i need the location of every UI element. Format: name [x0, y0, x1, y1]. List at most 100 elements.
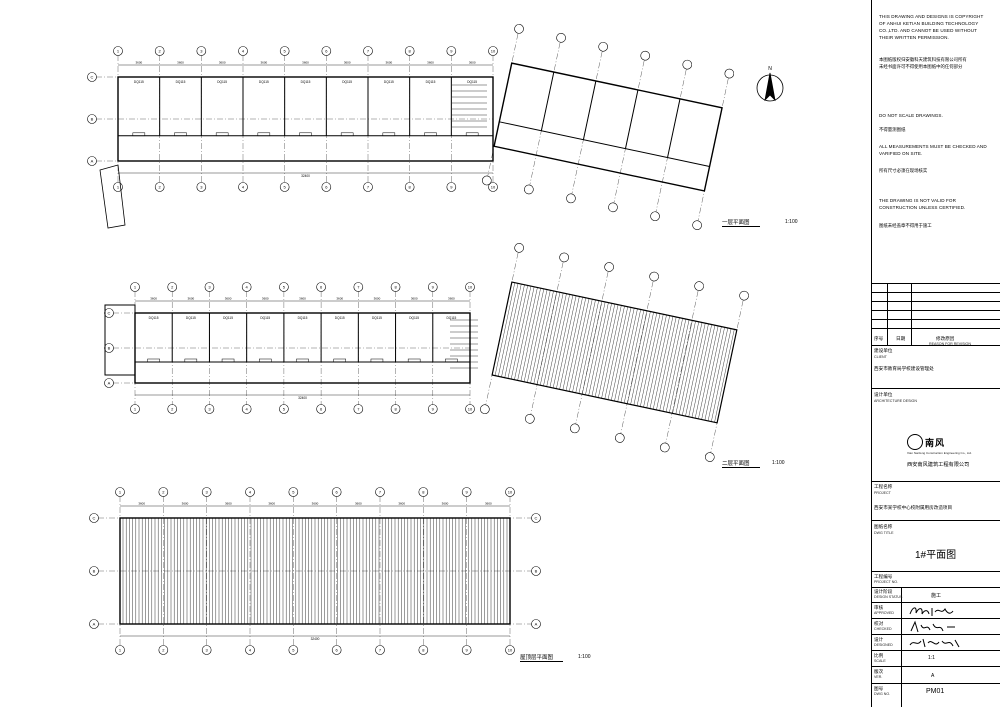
plan3-grid-number: 7: [379, 490, 382, 495]
revision-col-no: 序号: [874, 336, 884, 341]
plan2-wing-roof-line: [675, 321, 696, 415]
plan1-door: [215, 132, 229, 137]
plan2-dim-text: 3600: [448, 297, 455, 301]
plan1-dim-text: 3600: [385, 61, 392, 65]
plan3-grid-number: 9: [466, 490, 469, 495]
plan2-grid-bubble: [167, 282, 178, 292]
plan2-grid-bubble: [241, 282, 252, 292]
plan2-grid-number: 4: [246, 407, 249, 412]
plan2-grid-number: 7: [357, 285, 360, 290]
plan2-grid-letter: B: [108, 346, 111, 351]
stage-label: 设计阶段: [874, 589, 893, 594]
plan1-grid-bubble: [87, 72, 97, 82]
plan2-wing: [480, 243, 749, 462]
plan1-grid-bubble: [196, 182, 207, 192]
copyright-cn-2: 未经书面许可不得使用本图纸中的任何部分: [879, 64, 963, 69]
plan2-grid-number: 10: [468, 407, 473, 412]
plan2-wing-roof-line: [649, 315, 670, 409]
plan2-wing-roof-line: [591, 303, 612, 397]
plan2-wing-roof-line: [514, 286, 535, 380]
dwg-title-label: 图纸名称: [874, 524, 893, 529]
plan2-wing-roof-line: [633, 312, 654, 406]
plan1-wing-gridline: [529, 42, 561, 185]
plan2-grid-bubble: [465, 282, 475, 292]
scale-value: 1:1: [928, 655, 935, 661]
plan2-wing-roof-line: [604, 305, 625, 399]
plan2-grid-number: 6: [320, 285, 323, 290]
plan2-dim-text: 3600: [262, 297, 269, 301]
plan2-grid-number: 9: [432, 407, 435, 412]
plan2-room-label: DQ115: [260, 316, 270, 320]
plan2-wing-gridline: [665, 290, 699, 443]
company-logo-icon: [907, 434, 923, 450]
plan2-wing-roof-line: [636, 312, 658, 406]
plan2-wing-roof-line: [640, 313, 661, 407]
plan1-wing-bubble: [692, 220, 702, 230]
plan2-wing-roof-line: [682, 322, 703, 416]
plan2-grid-number: 3: [208, 407, 211, 412]
plan2-wing-bubble: [514, 243, 524, 253]
plan2-wing-roof-line: [565, 297, 586, 391]
plan1-grid-bubble: [279, 182, 290, 192]
plan3-dim-text: 3600: [138, 502, 145, 506]
measure-note-2: VARIFIED ON SITE.: [879, 151, 923, 156]
plan-title-2: 二层平面图: [722, 459, 760, 468]
plan2-grid-bubble: [104, 378, 114, 388]
plan1-grid-number: 2: [159, 49, 162, 54]
plan1-door: [340, 132, 354, 137]
plan2-grid-bubble: [465, 404, 475, 414]
plan1-grid-number: 2: [159, 185, 162, 190]
plan2-grid-bubble: [204, 404, 215, 414]
plan2-door: [259, 358, 272, 363]
plan2-grid-letter: C: [108, 311, 111, 316]
plan3-grid-number: 9: [466, 648, 469, 653]
plan2-grid-number: 3: [208, 285, 211, 290]
plan2-wing-roof-line: [614, 308, 635, 402]
approved-label: 审核: [874, 605, 884, 610]
plan1-grid-bubble: [446, 46, 457, 56]
plan1-dim-text: 3600: [469, 61, 476, 65]
plan1-door: [465, 132, 479, 137]
plan3-dim-text: 3600: [268, 502, 275, 506]
plan2-grid-bubble: [353, 404, 364, 414]
plan2-wing-roof-line: [611, 307, 632, 401]
client-label: 建设单位: [874, 348, 893, 353]
plan2-grid-bubble: [130, 282, 140, 292]
plan1-grid-bubble: [404, 182, 415, 192]
plan1-wing-bubble: [724, 68, 735, 79]
plan2-wing-roof-line: [585, 301, 606, 395]
plan2-wing-roof-line: [501, 284, 522, 378]
plan3-grid-number: 3: [206, 648, 209, 653]
plan1-room-label: DQ115: [384, 80, 394, 84]
plan2-wing-roof-line: [607, 306, 628, 400]
plan3-grid-bubble: [158, 487, 169, 497]
plan2-wing-roof-line: [598, 304, 619, 398]
dwg-no-sub: DWG NO.: [874, 692, 891, 696]
plan1-grid-number: 7: [367, 185, 370, 190]
plan2-grid-bubble: [279, 282, 289, 292]
plan1-wing-gridline: [571, 51, 603, 194]
plan3-grid-bubble: [288, 645, 299, 655]
plan2-wing-roof-line: [575, 299, 596, 393]
client-value: 西安市教育局学校建设管理处: [874, 366, 934, 371]
plan2-wing-roof-line: [562, 297, 583, 391]
plan2-grid-bubble: [241, 404, 252, 414]
plan2-dim-text: 3600: [374, 297, 381, 301]
plan2-grid-number: 2: [171, 407, 174, 412]
plan1-wing-outline: [493, 62, 723, 192]
plan2-wing-roof-line: [601, 305, 622, 399]
plan1-grid-bubble: [196, 46, 207, 56]
plan1-grid-number: 4: [242, 185, 245, 190]
project-no-label: 工程编号: [874, 574, 893, 579]
plan1-grid-number: 5: [284, 49, 287, 54]
version-sub: VER.: [874, 675, 883, 679]
plan1-grid-number: 7: [367, 49, 370, 54]
plan2-wing-roof-line: [507, 285, 528, 379]
plan2-wing-roof-line: [623, 310, 645, 404]
plan1-wing-gridline: [655, 69, 687, 212]
plan1-wing-bubble: [682, 59, 693, 70]
plan1-grid-letter: B: [91, 117, 94, 122]
plan1-grid-bubble: [113, 46, 123, 56]
plan1-dim-text: 3600: [219, 61, 226, 65]
plan2-wing-roof-line: [569, 298, 590, 392]
